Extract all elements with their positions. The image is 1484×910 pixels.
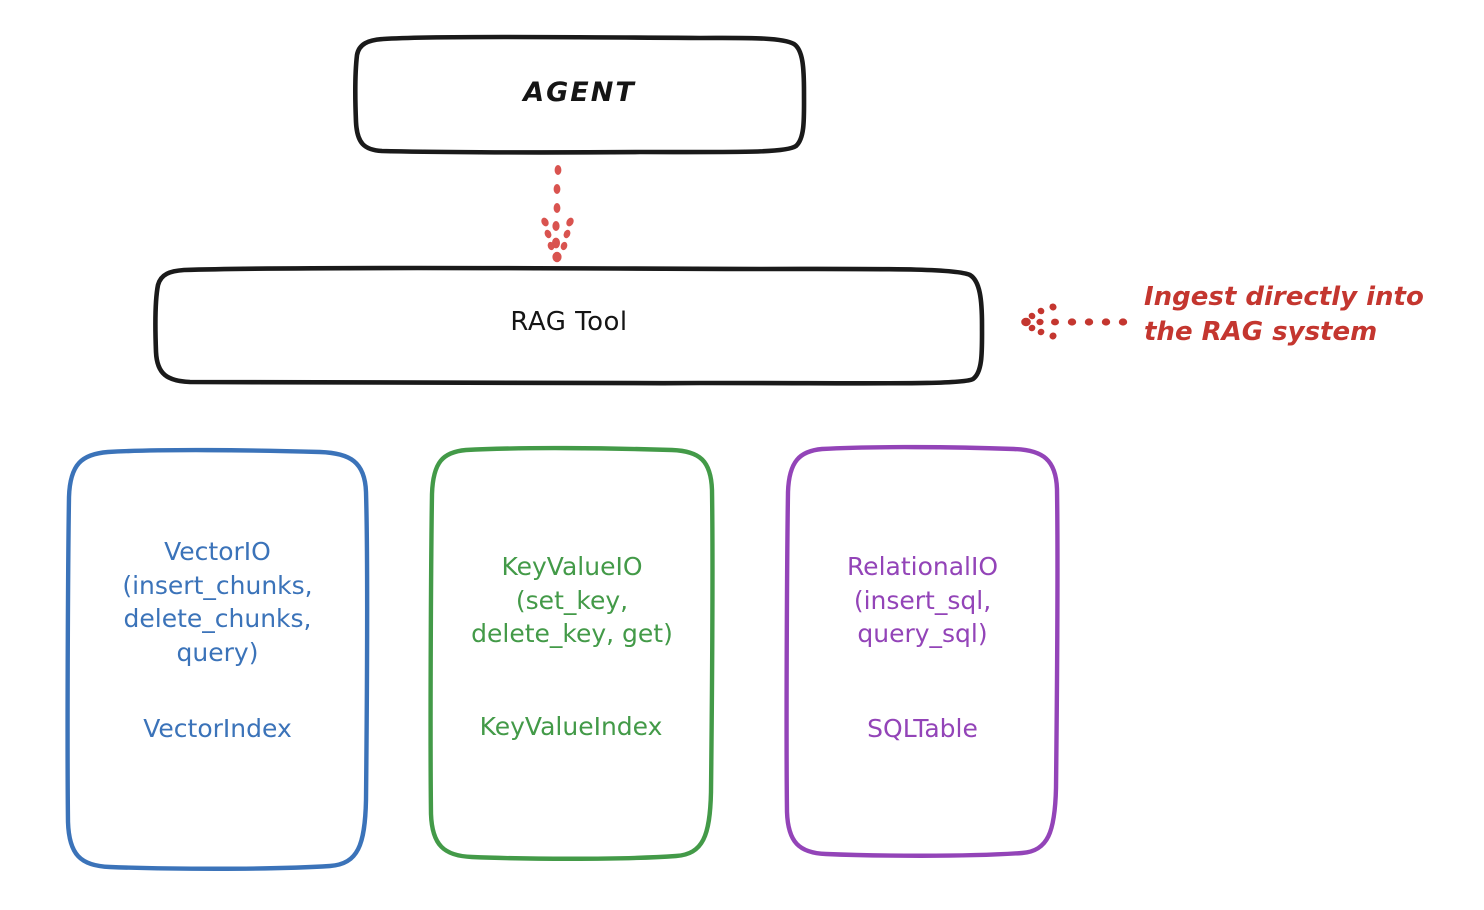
rag-tool-box-shape (153, 265, 985, 386)
relational-io-node[interactable] (784, 444, 1060, 858)
agent-to-rag-arrow (541, 165, 574, 263)
agent-node[interactable] (353, 34, 807, 155)
key-value-io-box-shape (428, 445, 715, 861)
ingest-arrow (1021, 303, 1128, 340)
vector-io-box-shape (65, 447, 370, 871)
key-value-io-node[interactable] (428, 445, 715, 861)
vector-io-node[interactable] (65, 447, 370, 871)
rag-tool-node[interactable] (153, 265, 985, 386)
agent-box-shape (353, 34, 807, 155)
relational-io-box-shape (784, 444, 1060, 858)
